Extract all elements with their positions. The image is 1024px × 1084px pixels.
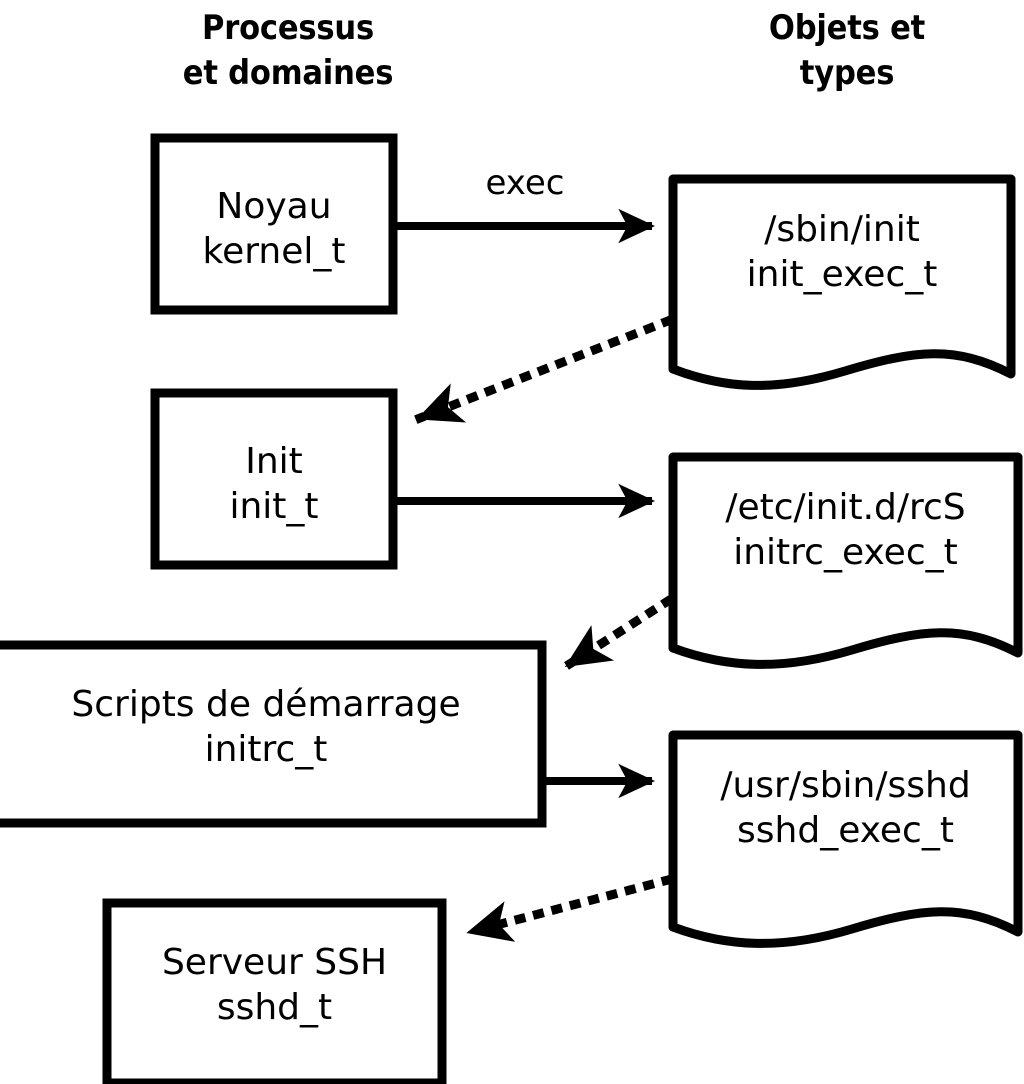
node-sshd-box[interactable] (102, 898, 447, 1084)
edge-initrc-exec-to-initrc (561, 594, 675, 672)
edge-sshd-exec-to-sshd (464, 874, 674, 942)
node-initrc-box[interactable] (0, 640, 547, 828)
column-header-objects: Objets et types (768, 8, 926, 93)
node-init-exec-doc[interactable] (668, 174, 1016, 390)
column-header-processes: Processus et domaines (182, 8, 394, 93)
node-kernel-box[interactable] (150, 133, 398, 315)
edge-label-exec: exec (485, 163, 565, 203)
node-init-box[interactable] (150, 388, 398, 570)
node-initrc-exec-doc[interactable] (668, 452, 1023, 669)
node-sshd-exec-doc[interactable] (668, 730, 1023, 948)
edge-init-exec-to-init (414, 315, 674, 424)
